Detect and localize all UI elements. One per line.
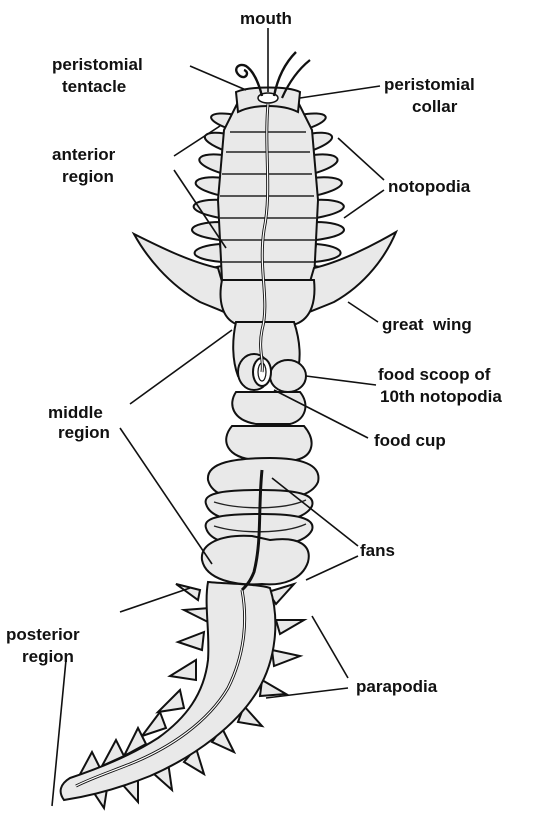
label-parapodia: parapodia (356, 677, 438, 696)
label-peristomial-tentacle-line2: tentacle (62, 77, 126, 96)
label-anterior-region-line2: region (62, 167, 114, 186)
label-fans: fans (360, 541, 395, 560)
label-middle-region-line2: region (58, 423, 110, 442)
label-food-scoop-line1: food scoop of (378, 365, 491, 384)
label-middle-region-line1: middle (48, 403, 103, 422)
label-anterior-region-line1: anterior (52, 145, 116, 164)
label-notopodia: notopodia (388, 177, 471, 196)
posterior-region-body (61, 582, 304, 808)
label-posterior-region-line1: posterior (6, 625, 80, 644)
food-scoop (270, 360, 306, 392)
middle-region-body (202, 322, 319, 584)
label-peristomial-collar-line2: collar (412, 97, 458, 116)
label-food-cup: food cup (374, 431, 446, 450)
label-great-wing: great wing (382, 315, 472, 334)
label-posterior-region-line2: region (22, 647, 74, 666)
label-mouth: mouth (240, 9, 292, 28)
label-peristomial-collar-line1: peristomial (384, 75, 475, 94)
label-food-scoop-line2: 10th notopodia (380, 387, 502, 406)
label-peristomial-tentacle-line1: peristomial (52, 55, 143, 74)
